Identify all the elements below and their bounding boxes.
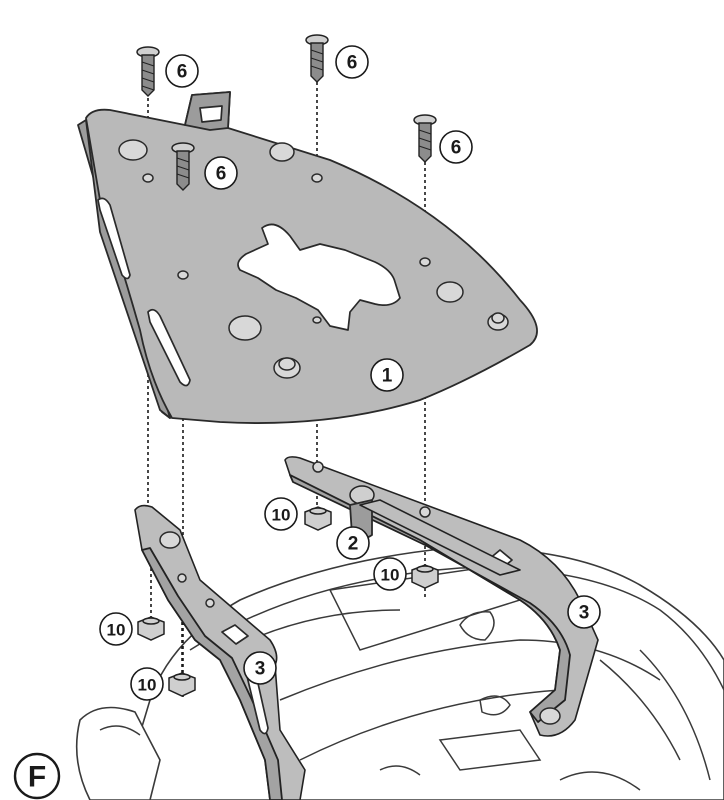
callout-nut-d-text: 10 [138, 676, 157, 695]
callout-nut-a-text: 10 [272, 506, 291, 525]
callout-screw-c-text: 6 [347, 53, 358, 74]
nut-b-icon [411, 564, 439, 589]
figure-label-text: F [28, 761, 46, 794]
callout-nut-c: 10 [99, 612, 133, 646]
callout-screw-d-text: 6 [451, 138, 462, 159]
callout-plate: 1 [370, 358, 404, 392]
callout-arm-right: 3 [567, 595, 601, 629]
callout-screw-c: 6 [335, 45, 369, 79]
callout-screw-a-text: 6 [177, 62, 188, 83]
callout-nut-a: 10 [264, 497, 298, 531]
screw-d-icon [413, 114, 437, 163]
callout-nut-b: 10 [373, 557, 407, 591]
callout-arm-left: 3 [243, 651, 277, 685]
nut-c-icon [137, 616, 165, 641]
callout-spacer: 2 [336, 526, 370, 560]
callout-nut-b-text: 10 [381, 566, 400, 585]
callout-nut-c-text: 10 [107, 621, 126, 640]
nut-d-icon [168, 672, 196, 697]
nut-a-icon [304, 506, 332, 531]
callout-screw-a: 6 [165, 54, 199, 88]
callout-arm-left-text: 3 [255, 659, 266, 680]
callout-screw-b: 6 [204, 156, 238, 190]
mounting-arm-right [284, 456, 599, 737]
rack-plate [77, 91, 538, 424]
callout-screw-b-text: 6 [216, 164, 227, 185]
callout-arm-right-text: 3 [579, 603, 590, 624]
callout-plate-text: 1 [382, 366, 393, 387]
screw-b-icon [171, 142, 195, 191]
callout-spacer-text: 2 [348, 534, 359, 555]
callout-nut-d: 10 [130, 667, 164, 701]
mounting-arm-left [134, 504, 306, 800]
callout-screw-d: 6 [439, 130, 473, 164]
screw-c-icon [305, 34, 329, 83]
figure-label: F [13, 752, 61, 800]
screw-a-icon [136, 46, 160, 97]
